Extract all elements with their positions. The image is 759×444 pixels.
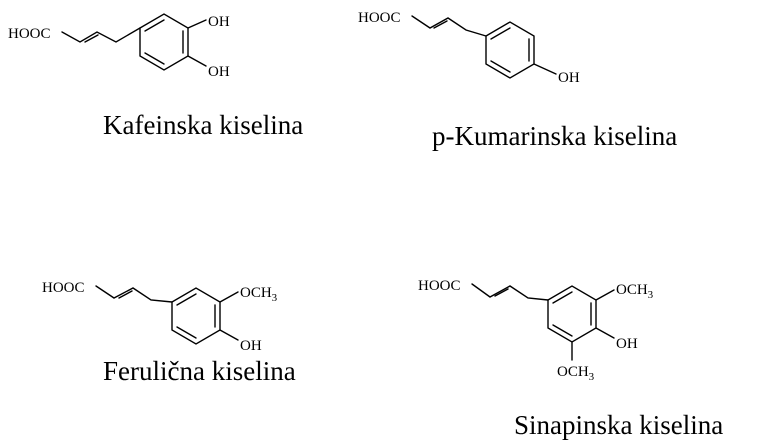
sinapic-acid-caption: Sinapinska kiselina — [514, 410, 724, 440]
caffeic-benzene-ring — [139, 13, 189, 71]
coumaric-oh-bond — [533, 63, 557, 75]
ferulic-substituent-bonds — [219, 291, 239, 341]
sinapic-side-chain — [471, 283, 549, 301]
ferulic-double-bond-inner — [118, 290, 133, 299]
sinapic-benzene-ring — [547, 285, 597, 343]
ferulic-hooc-label: HOOC — [42, 280, 85, 296]
sinapic-acid-structure: HOOC OCH3 OH OCH3 — [418, 278, 654, 383]
ferulic-oh-label: OH — [240, 338, 262, 354]
coumaric-oh-label: OH — [558, 70, 580, 86]
coumaric-hooc-label: HOOC — [358, 10, 401, 26]
coumaric-ring-double-bonds — [490, 27, 530, 73]
coumaric-acid-caption: p-Kumarinska kiselina — [432, 121, 678, 151]
sinapic-och3-bottom-label: OCH3 — [557, 364, 595, 383]
ferulic-side-chain — [95, 285, 173, 303]
sinapic-oh-label: OH — [616, 336, 638, 352]
caffeic-ring-double-bonds — [144, 19, 184, 65]
caffeic-acid-caption: Kafeinska kiselina — [103, 110, 304, 140]
caffeic-oh-bottom-label: OH — [208, 64, 230, 80]
caffeic-hooc-label: HOOC — [8, 26, 51, 42]
sinapic-substituent-bonds — [571, 289, 615, 361]
coumaric-benzene-ring — [485, 21, 535, 79]
ferulic-acid-caption: Ferulična kiselina — [103, 356, 296, 386]
sinapic-och3-top-label: OCH3 — [616, 282, 654, 301]
coumaric-acid-structure: HOOC OH — [358, 10, 580, 86]
sinapic-double-bond-inner — [494, 288, 509, 297]
sinapic-ring-double-bonds — [552, 291, 592, 337]
ferulic-acid-structure: HOOC OCH3 OH — [42, 280, 278, 354]
coumaric-double-bond-inner — [433, 20, 448, 29]
caffeic-side-chain — [61, 27, 141, 43]
ferulic-och3-label: OCH3 — [240, 285, 278, 304]
ferulic-benzene-ring — [171, 287, 221, 345]
sinapic-hooc-label: HOOC — [418, 278, 461, 294]
caffeic-oh-top-label: OH — [208, 14, 230, 30]
caffeic-acid-structure: HOOC OH OH — [8, 13, 230, 80]
caffeic-oh-bonds — [187, 19, 207, 67]
coumaric-side-chain — [411, 15, 487, 37]
ferulic-ring-double-bonds — [176, 293, 216, 339]
caffeic-double-bond-inner — [84, 34, 99, 43]
